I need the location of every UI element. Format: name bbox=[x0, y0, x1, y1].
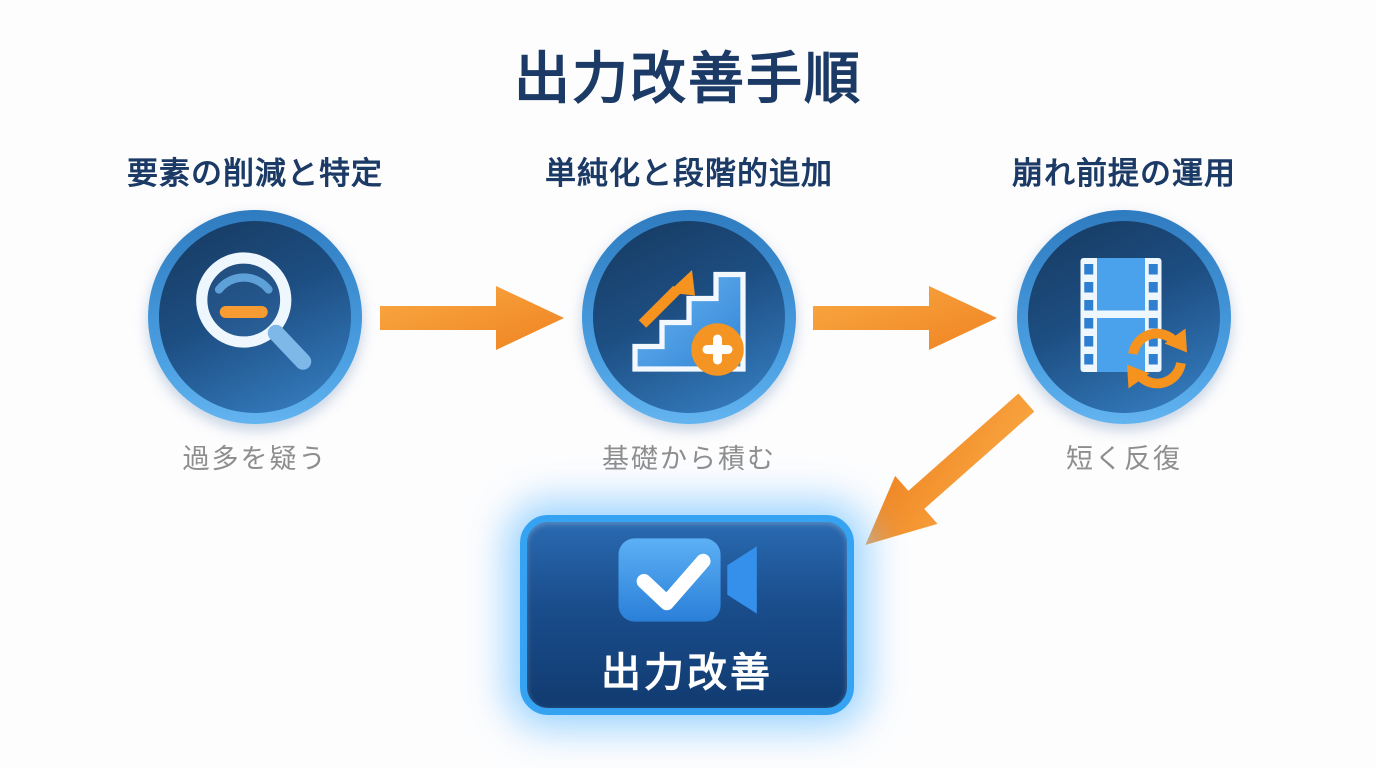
arrow-right-1-icon bbox=[380, 284, 566, 357]
step-3-circle-fill bbox=[1028, 221, 1220, 413]
video-camera-check-icon bbox=[611, 533, 763, 632]
step-1-caption: 過多を疑う bbox=[182, 444, 328, 474]
step-2-caption: 基礎から積む bbox=[602, 444, 776, 474]
result-button-label: 出力改善 bbox=[601, 650, 773, 695]
film-strip-refresh-icon bbox=[1049, 240, 1199, 395]
stairs-up-plus-icon bbox=[614, 240, 764, 395]
step-1-heading: 要素の削減と特定 bbox=[127, 156, 383, 191]
step-1-circle-fill bbox=[159, 221, 351, 413]
step-1-circle bbox=[148, 210, 362, 424]
step-2-circle bbox=[582, 210, 796, 424]
step-3-heading: 崩れ前提の運用 bbox=[1012, 156, 1236, 191]
page-title: 出力改善手順 bbox=[514, 47, 862, 110]
step-2-heading: 単純化と段階的追加 bbox=[545, 156, 833, 191]
result-button[interactable]: 出力改善 bbox=[520, 515, 854, 715]
step-3-caption: 短く反復 bbox=[1066, 444, 1182, 474]
arrow-down-left-icon bbox=[838, 373, 1049, 571]
step-2-circle-fill bbox=[593, 221, 785, 413]
step-3-circle bbox=[1017, 210, 1231, 424]
arrow-right-2-icon bbox=[813, 284, 999, 357]
zoom-out-magnifier-icon bbox=[180, 240, 330, 395]
